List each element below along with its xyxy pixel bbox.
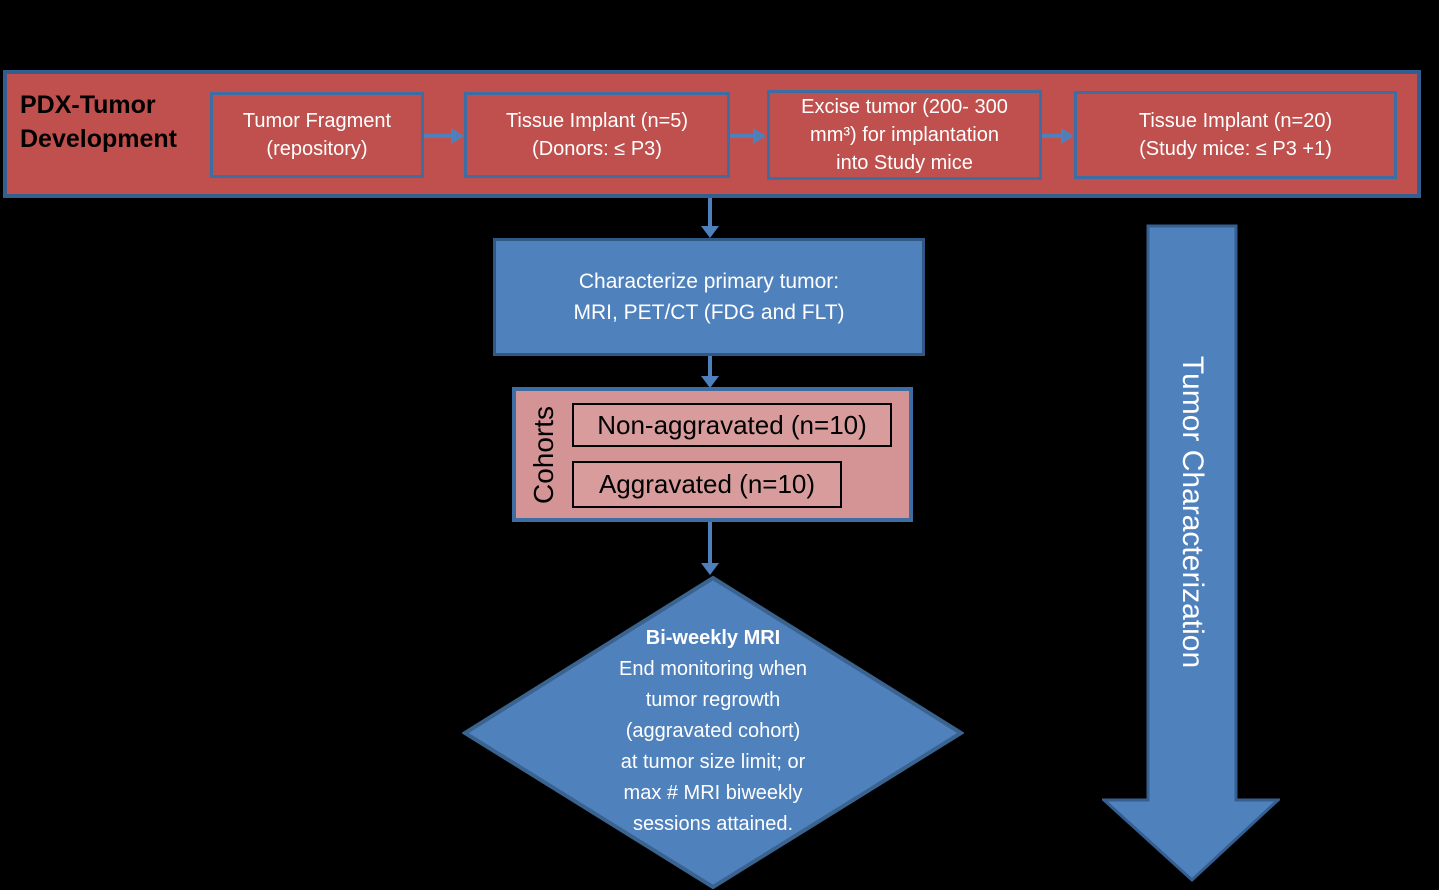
flow-arrow-down-1 (708, 198, 712, 226)
diamond-line: End monitoring when (619, 658, 807, 680)
diamond-line: (aggravated cohort) (625, 720, 801, 742)
characterize-line: Characterize primary tumor: (578, 270, 840, 293)
tumor-characterization-label: Tumor Characterization (1176, 355, 1209, 669)
flow-arrow-right-2 (730, 134, 753, 138)
cohorts-box: Cohorts Non-aggravated (n=10) Aggravated… (512, 387, 913, 522)
step-box-line: (Donors: ≤ P3) (532, 138, 662, 160)
down-arrow-shape-icon (1100, 224, 1282, 883)
diamond-line: tumor regrowth (645, 689, 781, 711)
arrow-head-down-icon (701, 376, 719, 388)
cohort-item-non-aggravated: Non-aggravated (n=10) (572, 403, 892, 447)
diamond-line: at tumor size limit; or (620, 751, 806, 773)
diamond-line: sessions attained. (632, 813, 794, 835)
cohorts-label: Cohorts (528, 405, 559, 504)
characterize-line: MRI, PET/CT (FDG and FLT) (573, 301, 845, 324)
cohort-item-aggravated: Aggravated (n=10) (572, 461, 842, 508)
arrow-head-down-icon (701, 226, 719, 238)
tumor-characterization-arrow (1100, 224, 1282, 884)
flow-arrow-down-2 (708, 356, 712, 376)
diamond-line: max # MRI biweekly (623, 782, 803, 804)
diamond-shape-icon (461, 575, 965, 890)
step-box-line: mm³) for implantation (810, 124, 999, 146)
step-box-line: Tumor Fragment (242, 110, 392, 132)
characterize-primary-tumor-box: Characterize primary tumor: MRI, PET/CT … (493, 238, 925, 356)
banner-title: PDX-Tumor Development (20, 88, 177, 156)
arrow-head-right-icon (753, 128, 766, 144)
step-box-excise-tumor: Excise tumor (200- 300 mm³) for implanta… (767, 90, 1042, 180)
flow-arrow-right-3 (1042, 134, 1061, 138)
step-box-tissue-implant-20: Tissue Implant (n=20) (Study mice: ≤ P3 … (1074, 91, 1397, 179)
banner-title-line2: Development (20, 125, 177, 153)
step-box-line: into Study mice (836, 152, 973, 174)
arrow-head-down-icon (701, 563, 719, 575)
step-box-line: Tissue Implant (n=20) (1138, 110, 1333, 132)
step-box-line: (repository) (266, 138, 368, 160)
flow-arrow-right-1 (424, 134, 451, 138)
arrow-head-right-icon (1061, 128, 1074, 144)
step-box-line: Excise tumor (200- 300 (801, 96, 1008, 118)
step-box-tissue-implant-5: Tissue Implant (n=5) (Donors: ≤ P3) (464, 92, 730, 178)
step-box-line: Tissue Implant (n=5) (505, 110, 689, 132)
step-box-line: (Study mice: ≤ P3 +1) (1139, 138, 1332, 160)
arrow-head-right-icon (451, 128, 464, 144)
diamond-title: Bi-weekly MRI (645, 627, 781, 649)
banner-title-line1: PDX-Tumor (20, 91, 156, 119)
step-box-tumor-fragment: Tumor Fragment (repository) (210, 92, 424, 178)
diamond-text: Bi-weekly MRI End monitoring when tumor … (462, 575, 964, 888)
decision-diamond (461, 575, 965, 890)
flow-arrow-down-3 (708, 522, 712, 563)
